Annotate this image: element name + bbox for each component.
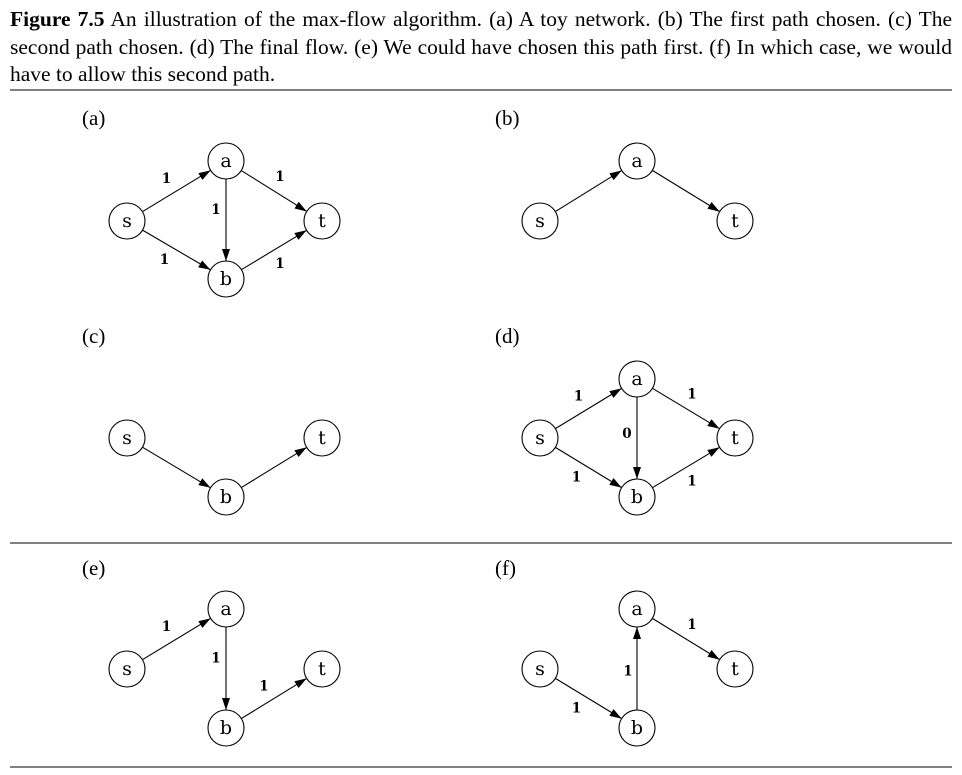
- edge-label-b-t: 1: [259, 679, 268, 695]
- edge-label-b-t: 1: [687, 474, 696, 490]
- edge-label-a-t: 1: [275, 169, 284, 185]
- node-s: [521, 419, 559, 457]
- panel-a: (a) 1 1 1 1 1 s a b t: [82, 106, 341, 298]
- panel-d: (d) 1 1 0 1 1 s a b t: [495, 324, 754, 516]
- edge-label-a-b: 1: [211, 202, 220, 218]
- edge-label-s-b: 1: [160, 252, 169, 268]
- edge-s-a: [142, 169, 211, 213]
- edge-a-t: [652, 617, 720, 661]
- node-t: [303, 419, 341, 457]
- node-label-b: b: [631, 717, 643, 739]
- node-label-a: a: [631, 150, 642, 172]
- node-label-t: t: [731, 658, 739, 680]
- panel-label-e: (e): [82, 556, 105, 580]
- panel-b: (b) s a t: [495, 106, 754, 240]
- edge-label-s-a: 1: [162, 171, 171, 187]
- node-t: [303, 202, 341, 240]
- panel-label-d: (d): [495, 324, 520, 348]
- edge-label-s-a: 1: [574, 389, 583, 405]
- node-label-s: s: [535, 427, 545, 449]
- node-s: [108, 650, 146, 688]
- node-s: [521, 202, 559, 240]
- node-t: [716, 650, 754, 688]
- node-label-t: t: [318, 210, 326, 232]
- node-label-s: s: [122, 427, 132, 449]
- node-a: [618, 360, 656, 398]
- edge-s-a: [555, 170, 622, 212]
- node-label-s: s: [122, 210, 132, 232]
- edge-a-t: [652, 387, 720, 430]
- edge-label-b-a: 1: [623, 664, 632, 680]
- edge-label-a-t: 1: [687, 387, 696, 403]
- node-a: [618, 142, 656, 180]
- node-label-t: t: [318, 658, 326, 680]
- node-b: [207, 709, 245, 747]
- node-label-b: b: [220, 486, 232, 508]
- node-label-a: a: [631, 598, 642, 620]
- edge-label-a-t: 1: [687, 617, 696, 633]
- node-label-s: s: [535, 210, 545, 232]
- edge-s-a: [142, 617, 211, 661]
- edge-label-s-b: 1: [572, 701, 581, 717]
- panel-label-f: (f): [495, 556, 516, 580]
- node-b: [207, 478, 245, 516]
- edge-a-t: [652, 169, 720, 213]
- node-label-t: t: [731, 210, 739, 232]
- node-s: [108, 419, 146, 457]
- edge-label-b-t: 1: [275, 256, 284, 272]
- node-a: [207, 142, 245, 180]
- panel-label-c: (c): [82, 324, 105, 348]
- node-label-a: a: [220, 598, 231, 620]
- node-t: [716, 202, 754, 240]
- node-label-b: b: [220, 717, 232, 739]
- edge-b-t: [652, 446, 720, 489]
- edge-label-s-b: 1: [572, 470, 581, 486]
- node-a: [618, 590, 656, 628]
- node-label-b: b: [631, 486, 643, 508]
- edge-s-b: [555, 446, 622, 489]
- edge-b-t: [241, 229, 307, 271]
- node-s: [521, 650, 559, 688]
- edge-a-t: [240, 170, 308, 212]
- edge-s-b: [142, 229, 211, 271]
- node-label-a: a: [631, 368, 642, 390]
- edge-s-a: [555, 387, 622, 430]
- node-label-s: s: [122, 658, 132, 680]
- panel-f: (f) 1 1 1 s a b t: [495, 556, 754, 747]
- panel-label-a: (a): [82, 106, 105, 130]
- node-t: [716, 419, 754, 457]
- node-b: [618, 478, 656, 516]
- edge-b-t: [241, 677, 307, 720]
- edge-s-b: [142, 446, 211, 489]
- panel-label-b: (b): [495, 106, 520, 130]
- node-label-t: t: [318, 427, 326, 449]
- node-a: [207, 590, 245, 628]
- edge-s-b: [555, 677, 622, 720]
- node-b: [207, 260, 245, 298]
- node-label-s: s: [535, 658, 545, 680]
- edge-label-a-b: 1: [211, 651, 220, 667]
- node-s: [108, 202, 146, 240]
- edge-label-a-b: 0: [622, 426, 631, 442]
- caption-text: An illustration of the max-flow algorith…: [10, 7, 952, 86]
- node-t: [303, 650, 341, 688]
- edge-b-t: [241, 446, 307, 489]
- figure-label: Figure 7.5: [10, 7, 105, 31]
- node-label-t: t: [731, 427, 739, 449]
- panel-c: (c) s b t: [82, 324, 341, 516]
- figure-caption: Figure 7.5 An illustration of the max-fl…: [10, 6, 952, 89]
- edge-label-s-a: 1: [162, 619, 171, 635]
- panel-e: (e) 1 1 1 s a b t: [82, 556, 341, 747]
- node-label-a: a: [220, 150, 231, 172]
- node-b: [618, 709, 656, 747]
- node-label-b: b: [220, 268, 232, 290]
